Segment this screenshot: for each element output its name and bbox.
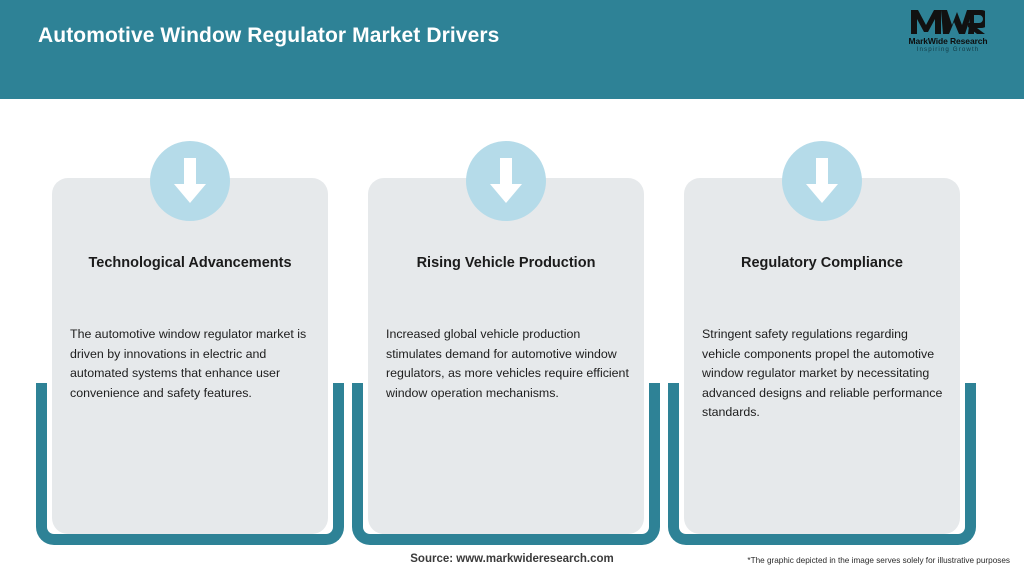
driver-card-2[interactable]: Rising Vehicle Production Increased glob… (368, 178, 644, 534)
driver-card-3[interactable]: Regulatory Compliance Stringent safety r… (684, 178, 960, 534)
drivers-stage: Technological Advancements The automotiv… (0, 99, 1024, 576)
driver-title-1: Technological Advancements (88, 255, 292, 271)
card-bracket (36, 383, 344, 545)
source-label: Source: www.markwideresearch.com (410, 553, 614, 565)
logo-company-name: MarkWide Research (908, 36, 988, 46)
brand-logo: MarkWide Research Inspiring Growth (890, 9, 1006, 57)
driver-body-3: Stringent safety regulations regarding v… (702, 327, 943, 420)
driver-column-1: Technological Advancements The automotiv… (36, 99, 344, 576)
down-arrow-icon (150, 141, 230, 221)
page-title: Automotive Window Regulator Market Drive… (38, 24, 500, 47)
driver-column-2: Rising Vehicle Production Increased glob… (352, 99, 660, 576)
driver-card-1[interactable]: Technological Advancements The automotiv… (52, 178, 328, 534)
mwr-logo-icon (890, 9, 1006, 35)
logo-tagline: Inspiring Growth (916, 46, 980, 53)
disclaimer-note: *The graphic depicted in the image serve… (747, 556, 1010, 565)
card-bracket (668, 383, 976, 545)
driver-body-2: Increased global vehicle production stim… (386, 327, 629, 400)
driver-body-1: The automotive window regulator market i… (70, 327, 307, 400)
driver-title-3: Regulatory Compliance (741, 255, 903, 271)
driver-title-2: Rising Vehicle Production (416, 255, 596, 271)
down-arrow-icon (466, 141, 546, 221)
down-arrow-icon (782, 141, 862, 221)
page-header: Automotive Window Regulator Market Drive… (0, 0, 1024, 99)
card-bracket (352, 383, 660, 545)
driver-column-3: Regulatory Compliance Stringent safety r… (668, 99, 976, 576)
